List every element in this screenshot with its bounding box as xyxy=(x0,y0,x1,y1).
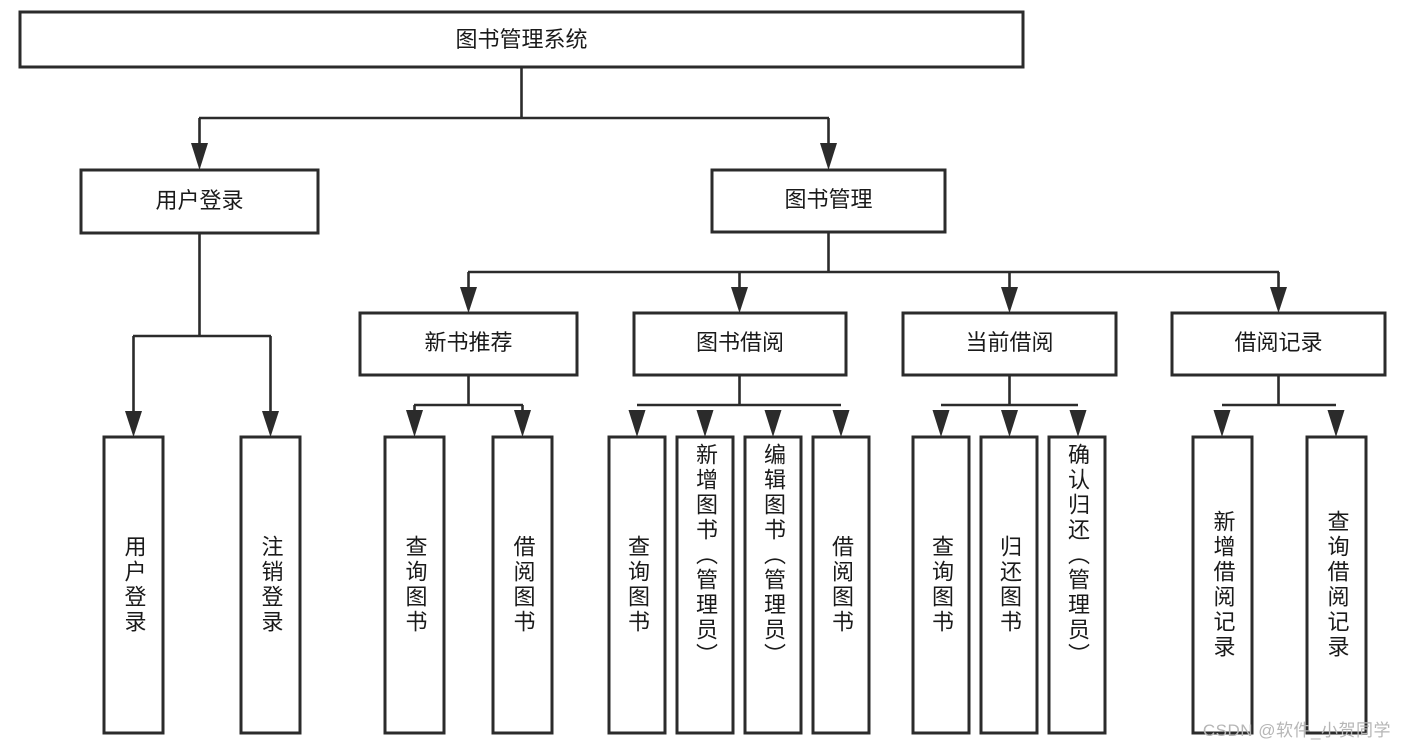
node-new-book-rec-label: 新书推荐 xyxy=(424,330,512,355)
arrowhead-current-borrow xyxy=(1001,287,1018,313)
node-leaf-9-box[interactable] xyxy=(911,435,971,735)
node-leaf-10-box[interactable] xyxy=(979,435,1039,735)
arrowhead-leaf-3 xyxy=(406,410,423,437)
connector-group-book-borrow-to-leaves xyxy=(628,375,850,437)
node-borrow-record-box[interactable] xyxy=(1170,311,1387,377)
arrowhead-new-book-rec xyxy=(460,287,477,313)
node-leaf-1-box[interactable] xyxy=(102,435,165,735)
arrowhead-leaf-10 xyxy=(1001,410,1018,437)
connector-group-user-login-to-leaves xyxy=(125,233,279,437)
node-new-book-rec-box[interactable] xyxy=(358,311,579,377)
connector-group-book-manage-to-level3 xyxy=(460,232,1287,313)
node-book-borrow-label: 图书借阅 xyxy=(696,330,784,355)
node-leaf-2-box[interactable] xyxy=(239,435,302,735)
node-user-login-box[interactable] xyxy=(79,168,320,235)
node-book-manage-box[interactable] xyxy=(710,168,947,234)
node-leaf-11-box[interactable] xyxy=(1047,435,1107,735)
node-leaf-7-box[interactable] xyxy=(743,435,803,735)
node-root-box[interactable] xyxy=(18,10,1025,69)
node-leaf-6-box[interactable] xyxy=(675,435,735,735)
node-leaf-8-box[interactable] xyxy=(811,435,871,735)
node-root-label: 图书管理系统 xyxy=(455,27,587,52)
node-current-borrow[interactable]: 当前借阅 xyxy=(901,311,1118,377)
node-current-borrow-box[interactable] xyxy=(901,311,1118,377)
node-leaf-12-box[interactable] xyxy=(1191,435,1254,735)
arrowhead-book-manage xyxy=(820,143,837,170)
arrowhead-borrow-record xyxy=(1270,287,1287,313)
arrowhead-leaf-5 xyxy=(628,410,646,437)
node-leaf-3-box[interactable] xyxy=(383,435,446,735)
arrowhead-leaf-13 xyxy=(1327,410,1345,437)
node-leaf-5-box[interactable] xyxy=(607,435,667,735)
arrowhead-book-borrow xyxy=(731,287,748,313)
connector-group-current-borrow-to-leaves xyxy=(932,375,1087,437)
node-book-borrow[interactable]: 图书借阅 xyxy=(632,311,848,377)
arrowhead-leaf-1 xyxy=(125,411,142,437)
node-book-borrow-box[interactable] xyxy=(632,311,848,377)
node-borrow-record-label: 借阅记录 xyxy=(1234,330,1322,355)
node-leaf-4-box[interactable] xyxy=(491,435,554,735)
arrowhead-leaf-11 xyxy=(1069,410,1087,437)
node-book-manage-label: 图书管理 xyxy=(784,187,872,212)
node-borrow-record[interactable]: 借阅记录 xyxy=(1170,311,1387,377)
node-new-book-rec[interactable]: 新书推荐 xyxy=(358,311,579,377)
node-root[interactable]: 图书管理系统 xyxy=(18,10,1025,69)
connector-group-borrow-record-to-leaves xyxy=(1213,375,1345,437)
arrowhead-leaf-4 xyxy=(514,410,531,437)
arrowhead-leaf-12 xyxy=(1213,410,1231,437)
node-user-login-label: 用户登录 xyxy=(155,188,243,213)
node-current-borrow-label: 当前借阅 xyxy=(965,330,1053,355)
arrowhead-leaf-7 xyxy=(764,410,782,437)
arrowhead-user-login xyxy=(191,143,208,170)
node-user-login[interactable]: 用户登录 xyxy=(79,168,320,235)
arrowhead-leaf-8 xyxy=(832,410,850,437)
connector-group-new-book-rec-to-leaves xyxy=(406,375,531,437)
arrowhead-leaf-2 xyxy=(262,411,279,437)
node-book-manage[interactable]: 图书管理 xyxy=(710,168,947,234)
arrowhead-leaf-6 xyxy=(696,410,714,437)
arrowhead-leaf-9 xyxy=(932,410,950,437)
connector-group-root-to-level2 xyxy=(191,67,837,170)
node-leaf-13-box[interactable] xyxy=(1305,435,1368,735)
